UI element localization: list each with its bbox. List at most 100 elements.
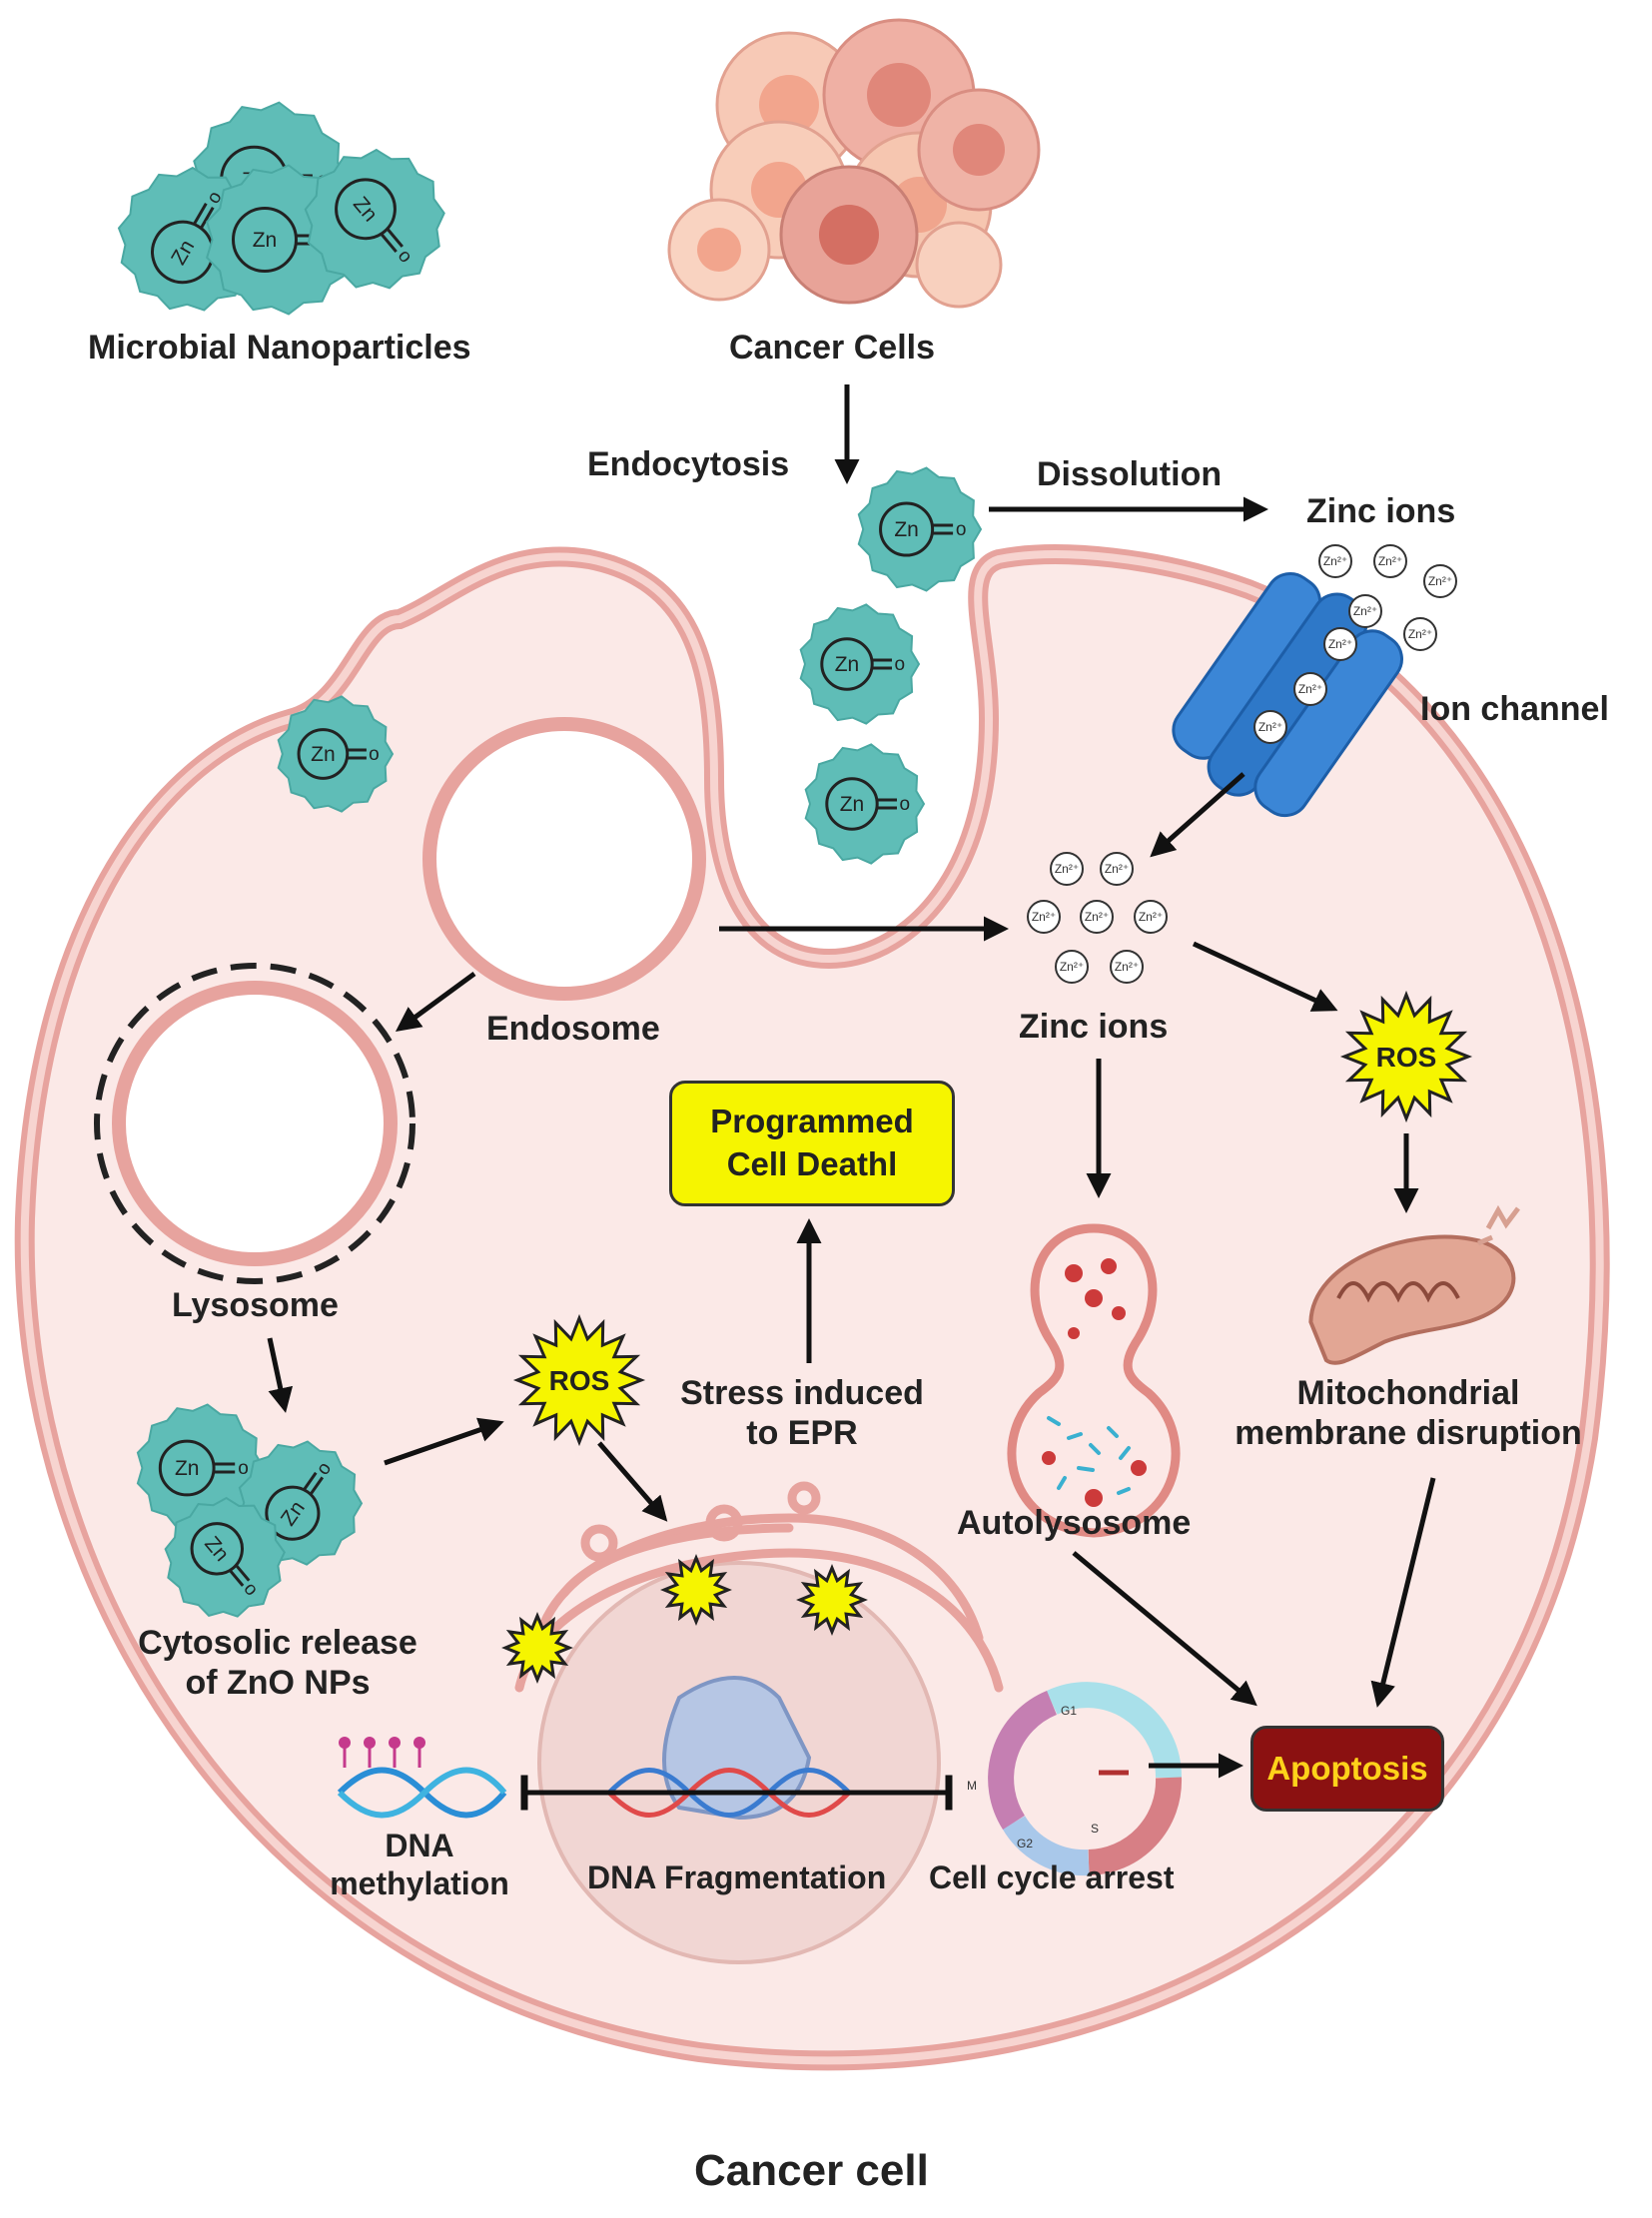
ros-small-3 (796, 1564, 868, 1636)
ros-label: ROS (549, 1365, 610, 1396)
zn-symbol: Zn (840, 793, 865, 816)
cancer-cells-cluster-icon (667, 18, 1041, 309)
o-symbol: o (369, 744, 380, 765)
arrow-layer (267, 384, 1436, 1811)
channel-zn-ion-4: Zn²⁺ (1403, 617, 1437, 651)
autolysosome-label: Autolysosome (957, 1504, 1192, 1542)
ion-text: Zn²⁺ (1032, 910, 1056, 924)
cytosolic-np-3: Zno (164, 1496, 286, 1618)
channel-zn-ion-5: Zn²⁺ (1323, 627, 1357, 661)
ros-burst-right: ROS (1339, 990, 1473, 1123)
dna-helix-middle-icon (607, 1768, 851, 1818)
cytoplasm-zn-ion-3: Zn²⁺ (1080, 900, 1114, 934)
lysosome-vesicle (94, 963, 415, 1284)
ros-burst-left: ROS (512, 1313, 646, 1447)
o-symbol: o (238, 1458, 249, 1479)
zinc-ions-mid-label: Zinc ions (1019, 1008, 1169, 1046)
ros-layer: ROS ROS (501, 990, 1473, 1684)
ion-channel-label: Ion channel (1420, 690, 1609, 728)
stress-induced-label: Stress induced to EPR (667, 1373, 937, 1453)
pocket-np-2: Zn o (804, 743, 926, 865)
ion-text: Zn²⁺ (1258, 720, 1282, 734)
o-symbol: o (900, 794, 911, 815)
ion-text: Zn²⁺ (1060, 960, 1084, 974)
cancer-cell-title: Cancer cell (694, 2146, 929, 2195)
cytoplasm-zn-ion-4: Zn²⁺ (1134, 900, 1168, 934)
outside-np: Zn o (277, 695, 395, 813)
channel-zn-ion-0: Zn²⁺ (1318, 544, 1352, 578)
o-symbol: o (895, 654, 906, 675)
m-label: M (967, 1779, 977, 1793)
ion-text: Zn²⁺ (1408, 627, 1432, 641)
cytoplasm-zn-ion-0: Zn²⁺ (1050, 852, 1084, 886)
cell-cycle-icon: G1 S G2 M (967, 1682, 1183, 1876)
s-label: S (1091, 1822, 1099, 1836)
ion-text: Zn²⁺ (1105, 862, 1129, 876)
g1-label: G1 (1061, 1704, 1077, 1718)
zinc-ions-top-label: Zinc ions (1306, 492, 1456, 530)
ion-text: Zn²⁺ (1115, 960, 1139, 974)
channel-zn-ion-7: Zn²⁺ (1253, 710, 1287, 744)
programmed-cell-death-box: Programmed Cell Deathl (669, 1081, 955, 1206)
channel-zn-ion-6: Zn²⁺ (1293, 672, 1327, 706)
ros-small-1 (501, 1612, 573, 1684)
channel-zn-ion-1: Zn²⁺ (1373, 544, 1407, 578)
mitochondrial-label: Mitochondrial membrane disruption (1229, 1373, 1588, 1453)
cytoplasm-zn-ion-6: Zn²⁺ (1110, 950, 1144, 984)
zn-symbol: Zn (175, 1457, 200, 1480)
endosome-vesicle (422, 717, 706, 1001)
cancer-cell-body (14, 544, 1610, 2071)
mitochondrion-icon (1308, 1204, 1520, 1365)
cytosolic-release-label: Cytosolic release of ZnO NPs (128, 1623, 427, 1703)
programmed-line2: Cell Deathl (726, 1145, 898, 1182)
ion-text: Zn²⁺ (1323, 554, 1347, 568)
ion-text: Zn²⁺ (1085, 910, 1109, 924)
ion-text: Zn²⁺ (1428, 574, 1452, 588)
endosome-label: Endosome (486, 1010, 660, 1048)
ion-text: Zn²⁺ (1353, 604, 1377, 618)
channel-zn-ion-2: Zn²⁺ (1423, 564, 1457, 598)
mito-line2: membrane disruption (1235, 1414, 1582, 1453)
lysosome-label: Lysosome (172, 1286, 339, 1324)
zn-symbol: Zn (894, 518, 919, 541)
ion-text: Zn²⁺ (1328, 637, 1352, 651)
zn-symbol: Zn (835, 653, 860, 676)
ros-label: ROS (1376, 1042, 1437, 1073)
dna-methylation-line2: methylation (330, 1864, 509, 1901)
dna-methylation-icon (337, 1737, 507, 1819)
pocket-np-1: Zn o (799, 603, 921, 725)
ion-text: Zn²⁺ (1378, 554, 1402, 568)
endocytosis-label: Endocytosis (587, 445, 790, 483)
cell-cycle-arrest-label: Cell cycle arrest (929, 1859, 1175, 1895)
ion-text: Zn²⁺ (1055, 862, 1079, 876)
zn-symbol: Zn (253, 229, 278, 252)
stress-line2: to EPR (746, 1414, 858, 1453)
stress-line1: Stress induced (680, 1374, 924, 1412)
zn-symbol: Zn (311, 743, 336, 766)
microbial-np-4: Zno (304, 148, 445, 290)
dna-methylation-line1: DNA (385, 1828, 454, 1863)
ros-small-2 (660, 1554, 732, 1626)
cytoplasm-zn-ion-1: Zn²⁺ (1100, 852, 1134, 886)
dna-fragmentation-label: DNA Fragmentation (587, 1859, 887, 1895)
cancer-cells-label: Cancer Cells (729, 329, 935, 367)
programmed-line1: Programmed (710, 1103, 914, 1140)
entering-np: Zn o (857, 466, 983, 592)
ion-text: Zn²⁺ (1298, 682, 1322, 696)
autolysosome-icon (1007, 1223, 1181, 1538)
nucleus-icon (537, 1561, 941, 1964)
g2-label: G2 (1017, 1837, 1033, 1850)
apoptosis-box: Apoptosis (1250, 1726, 1444, 1812)
cytosolic-release-line1: Cytosolic release (138, 1624, 417, 1662)
cytoplasm-zn-ion-2: Zn²⁺ (1027, 900, 1061, 934)
ion-text: Zn²⁺ (1139, 910, 1163, 924)
cytosolic-release-line2: of ZnO NPs (185, 1664, 371, 1703)
microbial-nanoparticles-label: Microbial Nanoparticles (88, 329, 471, 367)
dna-methylation-label: DNA methylation (325, 1828, 514, 1903)
channel-zn-ion-3: Zn²⁺ (1348, 594, 1382, 628)
mito-line1: Mitochondrial (1296, 1374, 1520, 1412)
o-symbol: o (956, 519, 967, 540)
dissolution-label: Dissolution (1037, 455, 1223, 493)
